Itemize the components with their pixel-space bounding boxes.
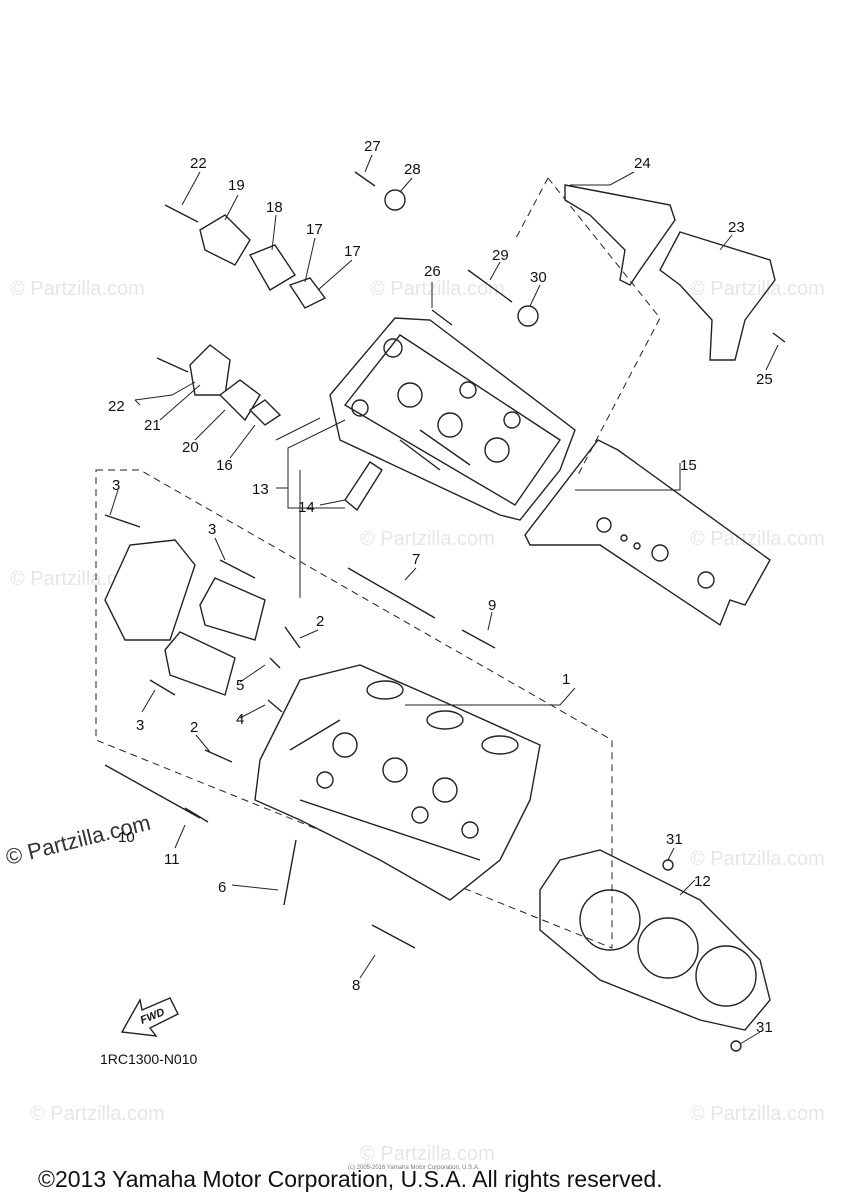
callout-20: 20 bbox=[182, 439, 199, 456]
bolt-3 bbox=[219, 559, 256, 579]
pin-5 bbox=[269, 657, 281, 669]
callout-24: 24 bbox=[634, 155, 651, 172]
dowel-31 bbox=[662, 859, 674, 871]
reed-plate-18 bbox=[248, 244, 296, 291]
watermark: © Partzilla.com bbox=[360, 528, 495, 550]
bolt-3 bbox=[149, 679, 176, 696]
bolt-22 bbox=[156, 357, 189, 373]
grommet-28 bbox=[384, 189, 406, 211]
leader-lines bbox=[109, 154, 779, 1045]
watermark: © Partzilla.com bbox=[10, 278, 145, 300]
plug-4 bbox=[267, 699, 283, 713]
bolt-7 bbox=[347, 567, 436, 619]
reed-valve-17 bbox=[288, 277, 327, 309]
grommet-30 bbox=[517, 305, 539, 327]
callout-16: 16 bbox=[216, 457, 233, 474]
callout-3: 3 bbox=[208, 521, 216, 538]
cylinder-head bbox=[254, 664, 541, 901]
gasket-11 bbox=[184, 807, 209, 823]
dowel-31 bbox=[730, 1040, 742, 1052]
callout-31: 31 bbox=[756, 1019, 773, 1036]
callout-14: 14 bbox=[298, 499, 315, 516]
callout-3: 3 bbox=[136, 717, 144, 734]
camshaft-cap bbox=[199, 577, 266, 641]
callout-7: 7 bbox=[412, 551, 420, 568]
callout-15: 15 bbox=[680, 457, 697, 474]
head-cover-gasket bbox=[524, 439, 771, 627]
bolt-3 bbox=[104, 514, 141, 528]
callout-26: 26 bbox=[424, 263, 441, 280]
stud-bolt-6 bbox=[283, 839, 297, 906]
cylinder-head-cover bbox=[329, 317, 576, 521]
callout-13: 13 bbox=[252, 481, 269, 498]
copyright-small: (c) 2005-2016 Yamaha Motor Corporation, … bbox=[348, 1165, 480, 1171]
dowel-pin-2 bbox=[284, 626, 301, 649]
bolt-22 bbox=[164, 204, 199, 223]
fwd-arrow-icon: FWD bbox=[120, 997, 179, 1037]
callout-28: 28 bbox=[404, 161, 421, 178]
callout-31: 31 bbox=[666, 831, 683, 848]
bolt-8 bbox=[371, 924, 416, 949]
valve-cover-19 bbox=[199, 214, 251, 266]
watermark: © Partzilla.com bbox=[690, 278, 825, 300]
pin-26 bbox=[431, 309, 453, 326]
cover-group-outline bbox=[514, 177, 549, 241]
callout-1: 1 bbox=[562, 671, 570, 688]
watermark: © Partzilla.com bbox=[690, 848, 825, 870]
callout-18: 18 bbox=[266, 199, 283, 216]
callout-27: 27 bbox=[364, 138, 381, 155]
watermark: © Partzilla.com bbox=[30, 1103, 165, 1125]
reed-valve-16 bbox=[248, 399, 282, 426]
fitting-10 bbox=[104, 764, 201, 819]
watermark: © Partzilla.com bbox=[690, 1103, 825, 1125]
bolt-29 bbox=[467, 269, 513, 303]
callout-5: 5 bbox=[236, 677, 244, 694]
callout-30: 30 bbox=[530, 269, 547, 286]
callout-8: 8 bbox=[352, 977, 360, 994]
dowel-pin-2 bbox=[204, 749, 233, 763]
valve-cover-21 bbox=[189, 344, 231, 396]
callout-23: 23 bbox=[728, 219, 745, 236]
callout-25: 25 bbox=[756, 371, 773, 388]
bolt-25 bbox=[772, 332, 786, 343]
callout-3: 3 bbox=[112, 477, 120, 494]
head-gasket bbox=[539, 849, 771, 1031]
camshaft-cap bbox=[164, 631, 236, 696]
callout-17: 17 bbox=[344, 243, 361, 260]
callout-10: 10 bbox=[118, 829, 135, 846]
callout-11: 11 bbox=[164, 851, 180, 868]
watermark: © Partzilla.com bbox=[10, 568, 145, 590]
callout-labels: 1 2 2 3 3 3 4 5 6 7 8 9 10 11 12 13 14 1… bbox=[108, 138, 773, 1036]
callout-17: 17 bbox=[306, 221, 323, 238]
watermark-layer: © Partzilla.com © Partzilla.com © Partzi… bbox=[3, 278, 825, 1165]
callout-2: 2 bbox=[316, 613, 324, 630]
callout-2: 2 bbox=[190, 719, 198, 736]
diagram-code: 1RC1300-N010 bbox=[100, 1051, 197, 1067]
callout-22: 22 bbox=[190, 155, 207, 172]
camshaft-cap-large bbox=[104, 539, 196, 641]
watermark: © Partzilla.com bbox=[370, 278, 505, 300]
callout-9: 9 bbox=[488, 597, 496, 614]
callout-6: 6 bbox=[218, 879, 226, 896]
spark-plug-9 bbox=[461, 629, 496, 649]
callout-19: 19 bbox=[228, 177, 245, 194]
cylinder-head-group-outline bbox=[95, 469, 613, 949]
callout-12: 12 bbox=[694, 873, 711, 890]
callout-29: 29 bbox=[492, 247, 509, 264]
callout-21: 21 bbox=[144, 417, 161, 434]
watermark: © Partzilla.com bbox=[690, 528, 825, 550]
watermark: © Partzilla.com bbox=[360, 1143, 495, 1165]
bracket-14 bbox=[344, 461, 383, 512]
cover-plate-24 bbox=[564, 184, 676, 286]
copyright-notice: ©2013 Yamaha Motor Corporation, U.S.A. A… bbox=[38, 1166, 663, 1192]
callout-4: 4 bbox=[236, 711, 244, 728]
bolt-27 bbox=[354, 171, 376, 187]
callout-22: 22 bbox=[108, 398, 125, 415]
cover-plate-23 bbox=[659, 231, 776, 361]
